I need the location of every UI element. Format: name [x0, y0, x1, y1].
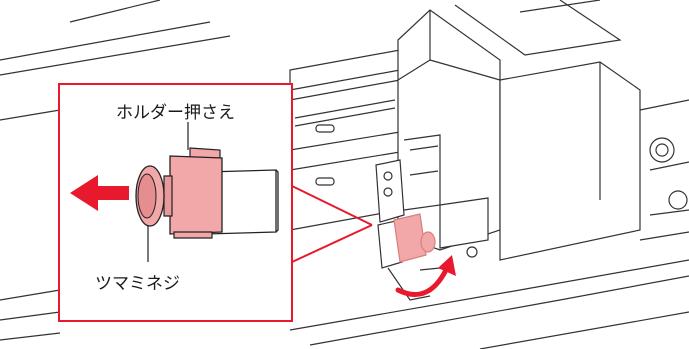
holder-clamp-on-machine — [393, 213, 436, 263]
rotate-arrow-icon — [395, 255, 456, 297]
holder-clamp-label: ホルダー押さえ — [116, 103, 235, 123]
knob-screw-label: ツマミネジ — [95, 274, 180, 294]
arrow-left-icon — [70, 175, 129, 211]
label-leaders — [147, 122, 189, 262]
holder-enlarged — [135, 147, 279, 239]
callout-leader — [291, 185, 373, 263]
